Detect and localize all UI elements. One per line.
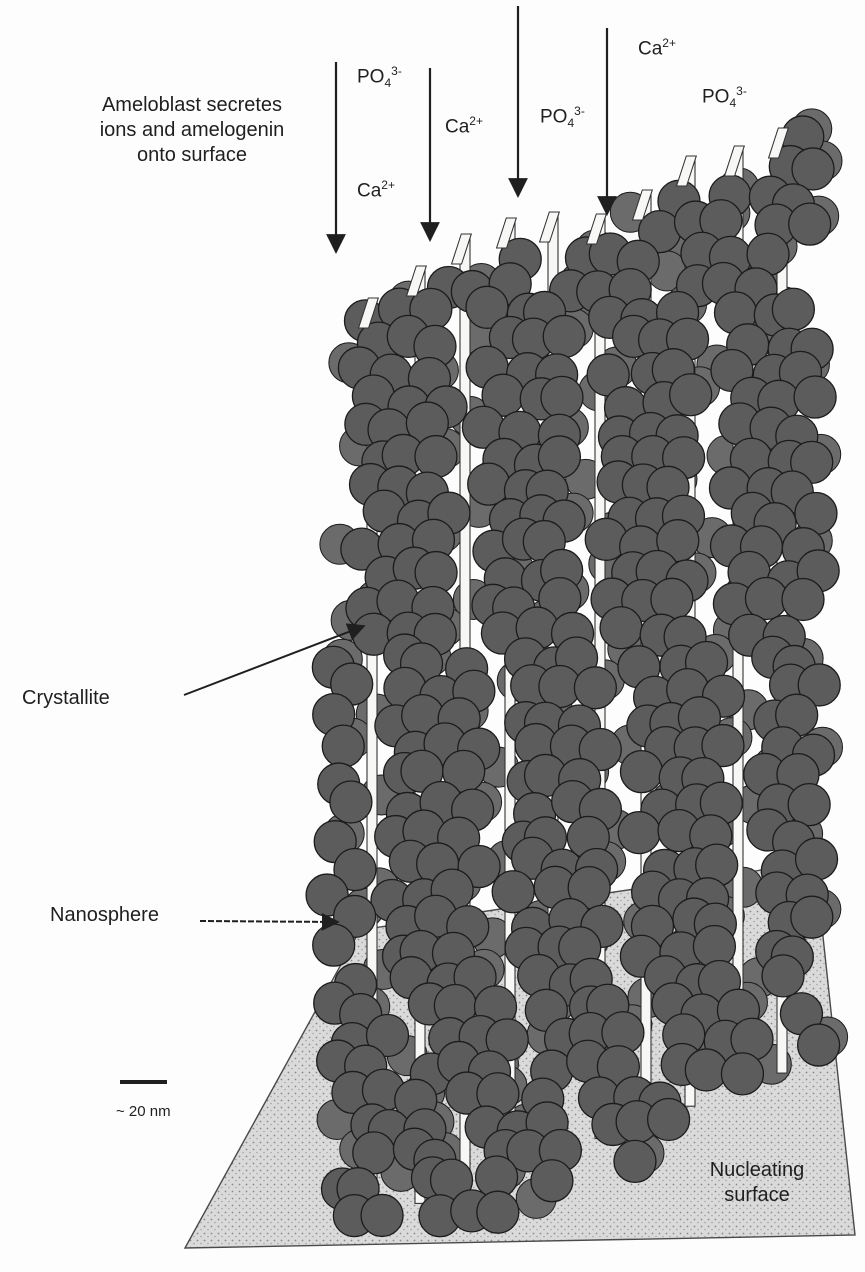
- nanosphere: [361, 1194, 403, 1236]
- ion-base: Ca: [638, 38, 662, 59]
- secretion-label: Ameloblast secretes ions and amelogenin …: [88, 93, 296, 168]
- ion-base: Ca: [357, 180, 381, 201]
- nanosphere: [600, 607, 642, 649]
- ion-label: PO43-: [702, 84, 747, 111]
- nanosphere: [313, 924, 355, 966]
- nanosphere-pointer-arrow: [200, 921, 338, 922]
- ion-charge: 3-: [574, 104, 585, 118]
- nanosphere: [782, 578, 824, 620]
- nanosphere: [789, 203, 831, 245]
- nanosphere: [415, 436, 457, 478]
- nanosphere: [620, 751, 662, 793]
- ion-charge: 2+: [469, 114, 483, 128]
- nanosphere: [477, 1191, 519, 1233]
- nanosphere: [531, 1160, 573, 1202]
- ion-label: PO43-: [540, 104, 585, 131]
- nanosphere: [791, 896, 833, 938]
- nanosphere: [618, 812, 660, 854]
- nanosphere: [574, 667, 616, 709]
- nucleating-surface-label: Nucleating surface: [682, 1158, 832, 1208]
- nanosphere: [543, 315, 585, 357]
- ion-charge: 3-: [391, 64, 402, 78]
- nanosphere: [541, 376, 583, 418]
- ion-charge: 3-: [736, 84, 747, 98]
- ion-base: PO: [702, 86, 729, 107]
- nanosphere: [721, 1053, 763, 1095]
- nanosphere: [796, 838, 838, 880]
- nanosphere: [788, 784, 830, 826]
- ion-base: Ca: [445, 116, 469, 137]
- nanosphere: [468, 463, 510, 505]
- nanosphere: [792, 148, 834, 190]
- nanosphere: [772, 288, 814, 330]
- crystallite-label: Crystallite: [22, 686, 110, 711]
- nanosphere-label: Nanosphere: [50, 903, 159, 928]
- ion-base: PO: [540, 106, 567, 127]
- nanosphere: [322, 725, 364, 767]
- ion-charge: 2+: [381, 178, 395, 192]
- nanosphere: [762, 955, 804, 997]
- nanosphere: [685, 1049, 727, 1091]
- ion-base: PO: [357, 66, 384, 87]
- nanosphere: [492, 871, 534, 913]
- ion-label: Ca2+: [638, 36, 676, 63]
- ion-label: Ca2+: [445, 114, 483, 141]
- ion-subscript: 4: [729, 96, 736, 110]
- nanosphere: [745, 577, 787, 619]
- ion-label: PO43-: [357, 64, 402, 91]
- ion-label: Ca2+: [357, 178, 395, 205]
- nanosphere: [330, 781, 372, 823]
- nanosphere: [614, 1140, 656, 1182]
- nanosphere: [648, 1098, 690, 1140]
- nanosphere: [798, 1024, 840, 1066]
- scale-label: ~ 20 nm: [116, 1103, 171, 1122]
- nanosphere: [670, 374, 712, 416]
- nanosphere: [794, 376, 836, 418]
- ion-subscript: 4: [567, 116, 574, 130]
- ion-subscript: 4: [384, 76, 391, 90]
- ion-charge: 2+: [662, 36, 676, 50]
